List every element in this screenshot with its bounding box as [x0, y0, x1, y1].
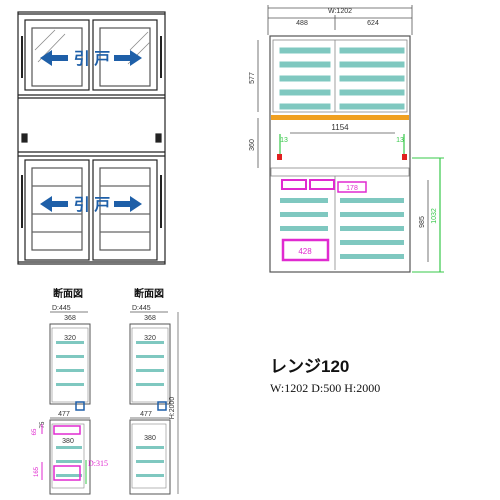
section-total-height: H:2000: [169, 397, 176, 420]
product-name: レンジ120: [270, 357, 349, 376]
upper-height: 577: [249, 72, 256, 84]
upper-door-label: 引 戸: [74, 50, 110, 68]
drawer-label: 178: [346, 185, 358, 192]
interior-outline: [269, 35, 411, 273]
section-left-mark-1: 65: [32, 428, 38, 435]
cabinet-outline: [17, 11, 166, 265]
lower-height: 985: [419, 216, 426, 228]
counter-width: 1154: [331, 123, 349, 132]
right-small-dim: 13: [396, 137, 404, 144]
lower-shelves: [280, 198, 404, 259]
section-side-depth: D:315: [88, 459, 108, 468]
section-title: 断面図: [134, 287, 164, 300]
right-width: 624: [367, 20, 379, 27]
right-arrow-icon: [114, 196, 142, 212]
section-upper-inner: 320: [144, 335, 156, 342]
section-right: 断面図 D:445 368 320 477 380 H:2000: [129, 287, 179, 495]
section-inner-depth: 368: [144, 315, 156, 322]
lower-door-label: 引 戸: [74, 196, 110, 214]
section-left: 断面図 D:445 368 320 477 380 D:315 65 75 16…: [32, 287, 108, 495]
section-bottom-mark: 165: [34, 466, 40, 477]
section-lower-inner: 380: [62, 438, 74, 445]
middle-height: 360: [249, 139, 256, 151]
right-arrow-icon: [114, 50, 142, 66]
right-bracket-height: 1032: [431, 208, 438, 224]
drawer-small-1: [281, 179, 307, 190]
section-upper-inner: 320: [64, 335, 76, 342]
left-small-dim: 13: [280, 137, 288, 144]
drawer-small-2: [309, 179, 335, 190]
section-lower-inner: 380: [144, 435, 156, 442]
section-depth: D:445: [52, 305, 71, 312]
upper-sliding-arrows: [40, 50, 142, 66]
section-mid-depth: 477: [58, 411, 70, 418]
left-arrow-icon: [40, 196, 68, 212]
upper-left-door: [24, 19, 90, 91]
lower-label: 428: [298, 247, 312, 256]
upper-right-door: [92, 19, 158, 91]
section-depth: D:445: [132, 305, 151, 312]
section-inner-depth: 368: [64, 315, 76, 322]
product-dimensions: W:1202 D:500 H:2000: [270, 381, 380, 395]
lower-sliding-arrows: [40, 196, 142, 212]
front-view: [17, 11, 166, 265]
lower-right-door: [92, 159, 158, 261]
counter-top: [271, 115, 409, 120]
section-left-mark-2: 75: [40, 421, 46, 428]
upper-shelves: [279, 47, 405, 110]
left-arrow-icon: [40, 50, 68, 66]
section-title: 断面図: [53, 287, 83, 300]
left-width: 488: [296, 20, 308, 27]
drawer-label-box: [337, 181, 367, 193]
section-mid-depth: 477: [140, 411, 152, 418]
lower-left-door: [24, 159, 90, 261]
interior-view: W:1202 488 624 577 1154 360: [249, 5, 444, 273]
lower-label-box: [281, 238, 330, 262]
overall-width: W:1202: [328, 8, 352, 15]
